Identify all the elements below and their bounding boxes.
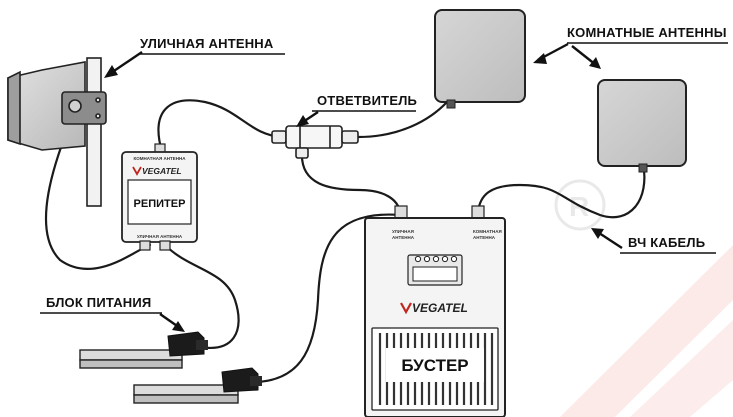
booster-port-right-line2: АНТЕННА [473,235,496,240]
power-supply-arrow [159,313,185,332]
booster-port-left-line1: УЛИЧНАЯ [392,229,414,234]
splitter-arrow [296,111,319,127]
repeater-name: РЕПИТЕР [134,198,186,210]
repeater-device: КОМНАТНАЯ АНТЕННА VEGATEL РЕПИТЕР УЛИЧНА… [121,143,198,251]
booster-brand: VEGATEL [400,301,468,315]
cables [44,99,646,384]
indoor-antennas-arrows [533,42,601,69]
power-supply-1-icon [79,331,208,369]
booster-name: БУСТЕР [401,356,468,375]
repeater-panel [127,179,192,225]
indoor-antennas-label: КОМНАТНЫЕ АНТЕННЫ [567,25,727,40]
booster-device: УЛИЧНАЯ АНТЕННА КОМНАТНАЯ АНТЕННА VEGATE… [364,205,506,417]
outdoor-antenna-icon [7,57,107,207]
rf-cable-label: ВЧ КАБЕЛЬ [628,235,705,250]
repeater-top-port-label: КОМНАТНАЯ АНТЕННА [133,156,186,161]
indoor-antenna-1-icon [434,9,526,109]
watermark: R [554,179,733,417]
power-supply-label: БЛОК ПИТАНИЯ [46,295,151,310]
booster-port-right-line1: КОМНАТНАЯ [473,229,502,234]
splitter-icon [271,125,359,159]
svg-text:VEGATEL: VEGATEL [142,166,182,176]
outdoor-antenna-arrow [104,51,143,78]
booster-indicator-leds [414,255,458,263]
repeater-bottom-port-label: УЛИЧНАЯ АНТЕННА [137,234,183,239]
splitter-label: ОТВЕТВИТЕЛЬ [317,93,417,108]
indoor-antenna-2-icon [597,79,687,173]
outdoor-antenna-label: УЛИЧНАЯ АНТЕННА [140,36,274,51]
power-supply-2-icon [133,367,262,404]
rf-cable-arrow [591,228,623,250]
repeater-brand: VEGATEL [132,166,182,176]
svg-text:VEGATEL: VEGATEL [412,301,468,315]
booster-port-left-line2: АНТЕННА [392,235,415,240]
